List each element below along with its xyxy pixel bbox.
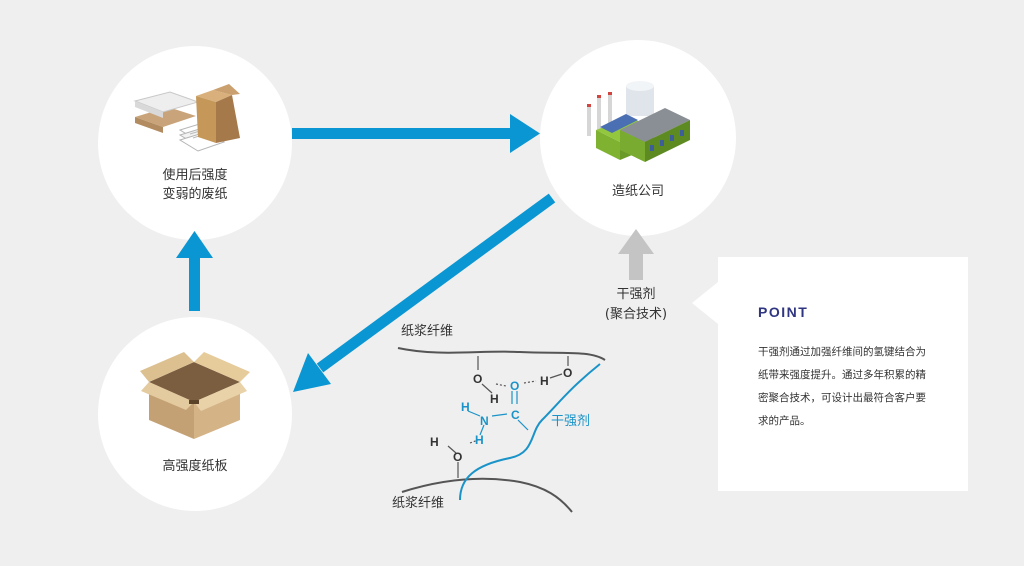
pulp-fiber-bottom-label: 纸浆纤维	[392, 496, 445, 511]
cardboard-label: 高强度纸板	[162, 459, 228, 474]
waste-paper-label-line2: 变弱的废纸	[162, 187, 228, 202]
agent-label-line1: 干强剂	[616, 287, 656, 302]
agent-chain-label: 干强剂	[551, 414, 591, 429]
factory-icon	[587, 81, 690, 162]
point-text: 干强剂通过加强纤维间的氢键结合为纸带来强度提升。通过多年积累的精密聚合技术，可设…	[758, 346, 926, 427]
agent-label: 干强剂 (聚合技术)	[576, 285, 696, 325]
atom-h: H	[430, 435, 439, 449]
atom-o: O	[510, 379, 519, 393]
cardboard-box-icon	[140, 352, 250, 439]
atom-h: H	[475, 433, 484, 447]
atom-h: H	[540, 374, 549, 388]
atom-h: H	[461, 400, 470, 414]
waste-paper-label-line1: 使用后强度	[162, 168, 228, 183]
atom-h: H	[490, 392, 499, 406]
point-title: POINT	[758, 304, 809, 320]
waste-paper-icon	[133, 84, 240, 152]
pulp-fiber-top-line	[397, 347, 606, 361]
arrow-waste-to-company	[292, 114, 540, 153]
arrow-company-to-cardboard	[293, 193, 556, 392]
arrow-agent-to-company	[618, 229, 654, 280]
waste-paper-label: 使用后强度 变弱的废纸	[120, 166, 270, 204]
atom-o: O	[453, 450, 462, 464]
fiber-molecule-diagram: O H H O O H N C H H O	[397, 347, 606, 513]
agent-chain-line	[459, 363, 601, 501]
atom-o: O	[473, 372, 482, 386]
atom-n: N	[480, 414, 489, 428]
pulp-fiber-top-label: 纸浆纤维	[401, 324, 454, 339]
point-pointer	[692, 282, 718, 324]
agent-label-line2: (聚合技术)	[604, 307, 668, 322]
pulp-fiber-bottom-line	[401, 477, 573, 513]
paper-company-label: 造纸公司	[611, 184, 664, 199]
point-box: POINT 干强剂通过加强纤维间的氢键结合为纸带来强度提升。通过多年积累的精密聚…	[718, 257, 968, 491]
arrow-cardboard-to-waste	[176, 231, 213, 311]
atom-o: O	[563, 366, 572, 380]
atom-c: C	[511, 408, 520, 422]
